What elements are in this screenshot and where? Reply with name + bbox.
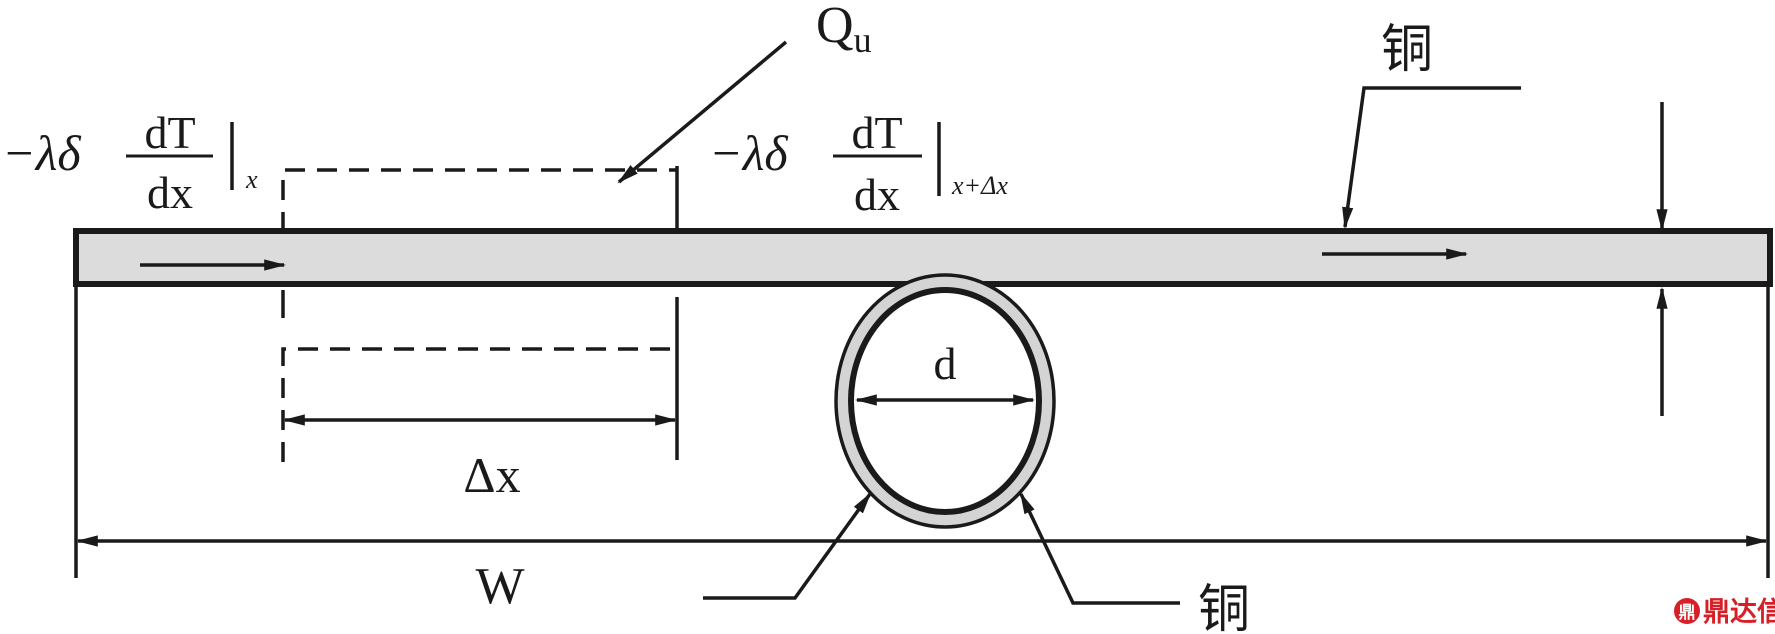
copper-top-label: 铜 [1381, 20, 1433, 80]
watermark-badge-icon [1674, 598, 1700, 624]
flux-left-numerator: dT [144, 107, 195, 158]
flux-right-prefix: −λδ [709, 125, 788, 181]
copper-bottom-leader-right [1019, 492, 1180, 605]
cv-bottom-dashed [281, 347, 677, 462]
control-volume [281, 166, 679, 462]
flux-left-subscript: x [245, 165, 258, 194]
flux-right-expression: −λδ dT dx x+Δx [709, 107, 1008, 220]
watermark: 鼎 鼎达信 [1674, 597, 1775, 628]
watermark-text: 鼎达信 [1703, 597, 1775, 628]
flux-left-expression: −λδ dT dx x [2, 107, 258, 218]
diameter-label: d [934, 338, 957, 389]
delta-x-label: Δx [463, 447, 520, 503]
qu-label: Qu [816, 0, 872, 60]
width-label: W [475, 558, 524, 615]
flux-right-numerator: dT [851, 107, 902, 158]
watermark-badge-glyph: 鼎 [1679, 603, 1696, 623]
flux-left-prefix: −λδ [2, 125, 81, 181]
flux-right-subscript: x+Δx [951, 171, 1008, 200]
copper-top-leader [1342, 86, 1521, 230]
flux-right-denominator: dx [854, 169, 900, 220]
copper-bottom-label: 铜 [1198, 580, 1250, 634]
copper-bottom-leader-left [703, 492, 872, 600]
qu-arrow [617, 40, 788, 184]
flux-left-denominator: dx [147, 167, 193, 218]
cv-top-dashed [281, 168, 677, 232]
